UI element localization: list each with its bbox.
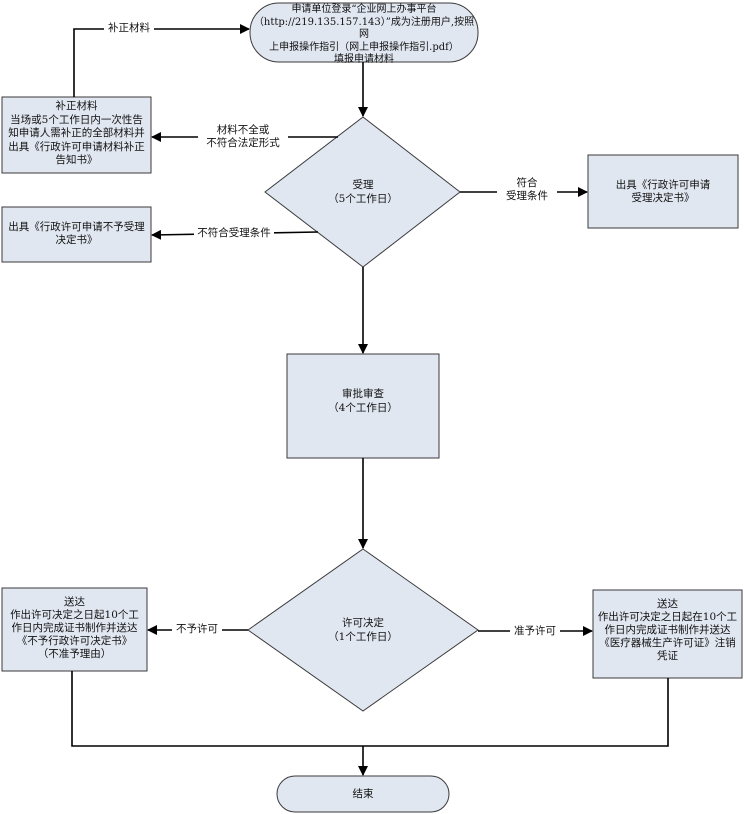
edge-label-grant: 准予许可 <box>510 625 560 638</box>
reject-notice-label: 出具《行政许可申请不予受理 决定书》 <box>8 221 145 246</box>
grant-delivery-label: 送达 作出许可决定之日起在10个工 作日内完成证书制作并送达 《医疗器械生产许可… <box>597 598 738 662</box>
edge-label-not-meets: 不符合受理条件 <box>194 227 274 240</box>
line-deny-to-merge <box>71 671 363 747</box>
end-label: 结束 <box>352 788 374 800</box>
grant-delivery-box <box>592 589 743 679</box>
edge-label-incomplete: 材料不全或 不符合法定形式 <box>198 124 288 150</box>
supplement-box <box>1 96 152 174</box>
line-grant-to-merge <box>363 678 669 747</box>
accept-label: 受理 （5个工作日） <box>328 179 398 205</box>
edge-label-resubmit: 补正材料 <box>104 22 154 35</box>
accept-notice-label: 出具《行政许可申请 受理决定书》 <box>615 179 711 204</box>
start-label: 申请单位登录“企业网上办事平台 （http://219.135.157.143）… <box>253 4 475 65</box>
end-terminator <box>276 775 450 813</box>
decision-label: 许可决定 （1个工作日） <box>328 617 398 643</box>
edge-label-meets: 符合 受理条件 <box>497 177 557 203</box>
decision-diamond <box>247 548 479 712</box>
deny-delivery-label: 送达 作出许可决定之日起10个工 作日内完成证书制作并送达 《不予行政许可决定书… <box>10 596 139 660</box>
supplement-label: 补正材料 当场或5个工作日内一次性告 知申请人需补正的全部材料并 出具《行政许可… <box>8 100 145 166</box>
reject-notice-box <box>1 206 152 263</box>
review-label: 审批审查 （4个工作日） <box>328 388 398 414</box>
deny-delivery-box <box>1 587 148 672</box>
start-terminator <box>249 2 479 63</box>
accept-notice-box <box>587 154 739 229</box>
arrow-supplement-to-start <box>73 24 250 97</box>
edge-label-deny: 不予许可 <box>172 623 222 636</box>
review-box <box>286 353 440 459</box>
